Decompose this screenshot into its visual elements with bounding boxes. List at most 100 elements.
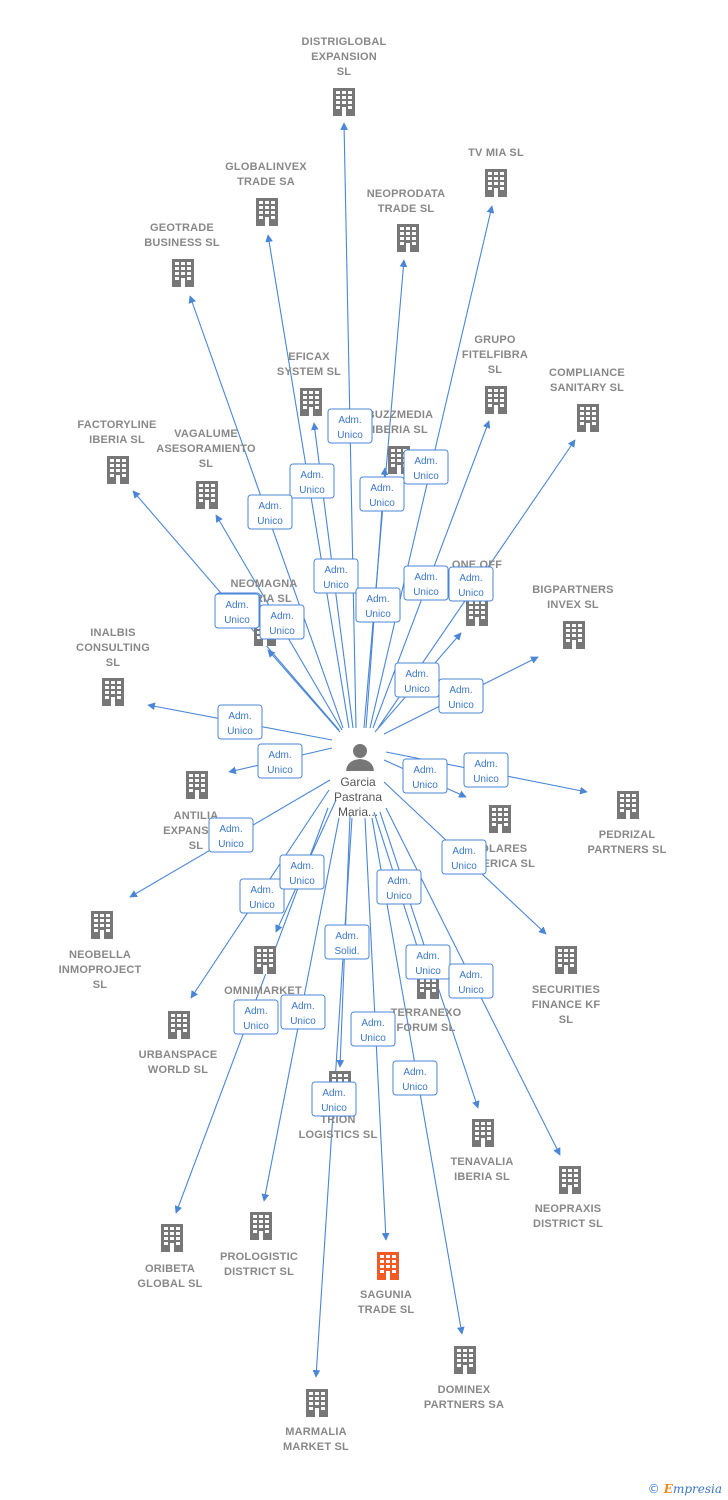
role-badge-distriglobal[interactable]: Adm.Unico xyxy=(327,408,373,444)
role-badge-oribeta[interactable]: Adm.Unico xyxy=(233,999,279,1035)
role-badge-box xyxy=(441,839,487,875)
role-badge-buzzmedia[interactable]: Adm.Unico xyxy=(355,587,401,623)
company-label-line: LOGISTICS SL xyxy=(299,1129,378,1141)
role-badge-neobella[interactable]: Adm.Unico xyxy=(208,817,254,853)
role-badge-text: Unico xyxy=(413,587,439,598)
role-badge-marmalia[interactable]: Adm.Unico xyxy=(311,1081,357,1117)
footer-brand[interactable]: ©Empresia xyxy=(648,1482,722,1496)
company-node-eficax[interactable]: EFICAX SYSTEM SL xyxy=(277,351,341,416)
company-label-line: SAGUNIA xyxy=(360,1289,412,1301)
building-icon xyxy=(377,1252,399,1280)
role-badge-omnimarket[interactable]: Adm.Unico xyxy=(279,854,325,890)
role-badge-eficax[interactable]: Adm.Unico xyxy=(313,558,359,594)
role-badge-text: Adm. xyxy=(387,876,410,887)
role-badge-text: Adm. xyxy=(414,456,437,467)
role-badge-pedrizal[interactable]: Adm.Unico xyxy=(463,752,509,788)
role-badge-text: Adm. xyxy=(322,1088,345,1099)
role-badge-urbanspace[interactable]: Adm.Unico xyxy=(239,878,285,914)
role-badge-box xyxy=(257,743,303,779)
building-icon xyxy=(472,1119,494,1147)
company-label-line: GLOBAL SL xyxy=(137,1278,202,1290)
role-badge-box xyxy=(324,924,370,960)
company-label-line: SYSTEM SL xyxy=(277,366,341,378)
building-icon xyxy=(454,1346,476,1374)
role-badge-text: Adm. xyxy=(474,759,497,770)
role-badge-text: Unico xyxy=(415,966,441,977)
role-badge-globalinvex[interactable]: Adm.Unico xyxy=(289,463,335,499)
role-badge-neoprodata[interactable]: Adm.Unico xyxy=(359,476,405,512)
role-badge-tenavalia[interactable]: Adm.Unico xyxy=(405,944,451,980)
company-label-line: NEOBELLA xyxy=(69,949,131,961)
role-badge-oneoff[interactable]: Adm.Unico xyxy=(394,662,440,698)
role-badge-antilia[interactable]: Adm.Unico xyxy=(257,743,303,779)
brand-initial: E xyxy=(663,1482,673,1496)
role-badge-text: Adm. xyxy=(250,885,273,896)
role-badge-text: Unico xyxy=(227,726,253,737)
role-badge-grupofitel[interactable]: Adm.Unico xyxy=(403,449,449,485)
role-badge-text: Adm. xyxy=(403,1067,426,1078)
person-name-line-2: Pastrana xyxy=(334,790,382,804)
building-icon xyxy=(485,169,507,197)
company-label-line: FITELFIBRA xyxy=(462,349,528,361)
company-label-line: CONSULTING xyxy=(76,642,150,654)
building-icon xyxy=(489,805,511,833)
role-badge-box xyxy=(392,1060,438,1096)
role-badge-neomagna[interactable]: Adm.Unico xyxy=(259,604,305,640)
role-badge-neopraxis[interactable]: Adm.Unico xyxy=(448,963,494,999)
role-badge-box xyxy=(350,1011,396,1047)
building-icon xyxy=(254,946,276,974)
company-label-line: EFICAX xyxy=(288,351,330,363)
company-label-line: NEOPRODATA xyxy=(367,188,446,200)
role-badge-trion[interactable]: Adm.Solid. xyxy=(324,924,370,960)
role-badge-text: Unico xyxy=(412,780,438,791)
role-badge-text: Unico xyxy=(290,1016,316,1027)
company-label-line: FINANCE KF xyxy=(532,999,601,1011)
role-badge-geotrade[interactable]: Adm.Unico xyxy=(247,494,293,530)
role-badge-box xyxy=(376,869,422,905)
company-label-line: GRUPO xyxy=(474,334,516,346)
building-icon xyxy=(563,621,585,649)
role-badge-solares[interactable]: Adm.Unico xyxy=(402,758,448,794)
role-badge-dominex[interactable]: Adm.Unico xyxy=(392,1060,438,1096)
person-node[interactable]: Garcia Pastrana Maria... xyxy=(334,744,382,819)
role-badge-inalbis[interactable]: Adm.Unico xyxy=(217,704,263,740)
role-badge-sagunia[interactable]: Adm.Unico xyxy=(350,1011,396,1047)
role-badge-bigpartners[interactable]: Adm.Unico xyxy=(438,678,484,714)
role-badge-compliance[interactable]: Adm.Unico xyxy=(448,566,494,602)
role-badge-securities[interactable]: Adm.Unico xyxy=(441,839,487,875)
role-badge-tvmia[interactable]: Adm.Unico xyxy=(403,565,449,601)
role-badge-prologistic[interactable]: Adm.Unico xyxy=(280,994,326,1030)
person-icon xyxy=(346,744,374,771)
role-badge-factoryline[interactable]: Adm.Unico xyxy=(214,593,260,629)
role-badge-box xyxy=(359,476,405,512)
company-node-tvmia[interactable]: TV MIA SL xyxy=(468,147,524,197)
role-badge-terranexo[interactable]: Adm.Unico xyxy=(376,869,422,905)
company-label-line: SECURITIES xyxy=(532,984,600,996)
